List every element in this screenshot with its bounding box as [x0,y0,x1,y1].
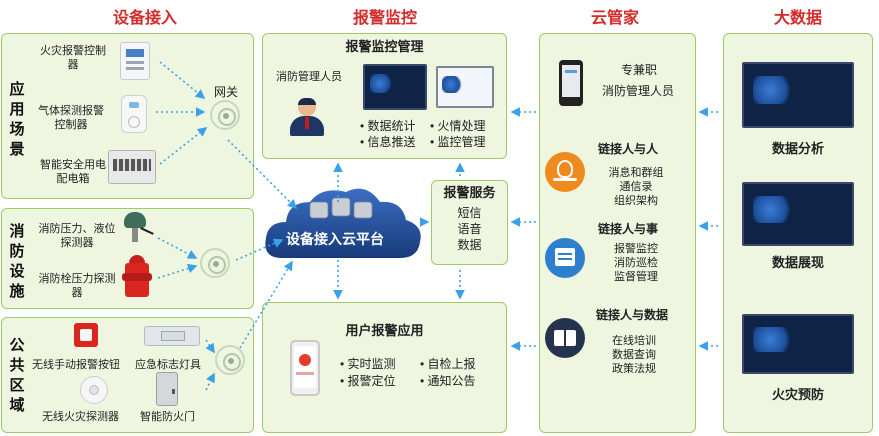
group-label-fire-facility-text: 消防设施 [9,223,25,300]
group-label-application-text: 应用场景 [9,81,25,158]
section-person-to-person-item-2: 通信录 [619,181,653,193]
monitor-dashboard-screen-1 [363,64,427,110]
user-app-title: 用户报警应用 [345,323,424,338]
big-data-analysis: 数据分析 [771,141,824,156]
alarm-service-voice: 语音 [457,222,482,236]
big-data-fire-prevention: 火灾预防 [771,387,824,402]
device-hydrant-pressure-detector: 消防栓压力探测器 [38,273,116,299]
column-title-big-data: 大数据 [773,10,822,27]
device-smart-electric-box: 智能安全用电配电箱 [40,159,106,185]
manual-alarm-button-icon [74,323,98,347]
big-data-display: 数据展现 [771,255,824,270]
section-person-to-data-title: 链接人与数据 [596,308,669,322]
device-gas-detector-controller: 气体探测报警控制器 [38,105,104,131]
device-pressure-level-detector: 消防压力、液位探测器 [38,223,116,249]
device-smart-fire-door: 智能防火门 [140,411,195,423]
fire-prevention-screen [742,314,854,374]
section-person-to-data-item-2: 数据查询 [612,349,656,361]
staff-phone-icon [559,60,583,106]
alarm-mgmt-title: 报警监控管理 [345,39,424,54]
panel-alarm-service [431,180,508,265]
group-label-public-area: 公共区域 [8,336,26,416]
cloud-platform-icon [265,188,421,258]
alarm-mgmt-item-data-stats: • 数据统计 [360,119,416,133]
fire-alarm-controller-icon [120,42,150,80]
column-title-alarm-monitor: 报警监控 [352,10,417,27]
user-app-item-realtime: • 实时监测 [340,357,396,371]
group-label-fire-facility: 消防设施 [8,222,26,302]
fire-facility-wifi-icon [200,248,230,278]
public-area-wifi-icon [215,345,245,375]
section-person-to-event-item-2: 消防巡检 [614,257,658,269]
section-person-to-data-item-3: 政策法规 [612,363,656,375]
column-title-device-access: 设备接入 [112,10,177,27]
gateway-label: 网关 [214,85,239,99]
device-wireless-fire-detector: 无线火灾探测器 [42,411,119,423]
section-person-to-event-title: 链接人与事 [598,222,659,236]
person-to-data-icon [545,318,585,358]
pressure-sensor-icon [118,212,154,246]
cloud-platform-label: 设备接入云平台 [286,231,384,247]
alarm-mgmt-item-monitor-mgmt: • 监控管理 [430,135,486,149]
section-person-to-event-item-3: 监督管理 [614,271,658,283]
smart-fire-door-icon [156,372,178,406]
alarm-service-data: 数据 [457,238,482,252]
gas-detector-icon [121,95,147,133]
column-title-cloud-manager: 云管家 [590,10,639,27]
user-app-phone-icon [290,340,320,396]
section-person-to-data-item-1: 在线培训 [612,335,656,347]
data-display-screen [742,182,854,246]
section-person-to-person-item-1: 消息和群组 [608,167,664,179]
group-label-application: 应用场景 [8,80,26,160]
alarm-service-sms: 短信 [457,206,482,220]
alarm-mgmt-item-fire-handling: • 火情处理 [430,119,486,133]
data-analysis-screen [742,62,854,128]
manager-avatar-icon [290,98,324,136]
monitor-dashboard-screen-2 [436,66,494,108]
staff-line-1: 专兼职 [620,63,657,77]
staff-line-2: 消防管理人员 [601,84,674,98]
user-app-item-location: • 报警定位 [340,374,396,388]
device-emergency-sign-lamp: 应急标志灯具 [135,359,201,371]
device-fire-alarm-controller: 火灾报警控制器 [40,45,106,71]
alarm-mgmt-item-info-push: • 信息推送 [360,135,416,149]
panel-public-area [1,317,254,433]
alarm-service-title: 报警服务 [443,185,496,200]
section-person-to-person-title: 链接人与人 [598,142,659,156]
person-to-person-icon [545,152,585,192]
user-app-item-selfcheck: • 自检上报 [420,357,476,371]
person-to-event-icon [545,238,585,278]
emergency-sign-lamp-icon [144,326,200,346]
wireless-smoke-detector-icon [80,376,108,404]
section-person-to-person-item-3: 组织架构 [614,195,658,207]
gateway-wifi-icon [210,100,240,130]
section-person-to-event-item-1: 报警监控 [614,243,658,255]
group-label-public-area-text: 公共区域 [9,337,25,414]
alarm-mgmt-role: 消防管理人员 [276,71,342,83]
device-wireless-manual-alarm: 无线手动报警按钮 [32,359,120,371]
user-app-item-notice: • 通知公告 [420,374,476,388]
electric-box-icon [108,150,156,184]
fire-hydrant-icon [122,255,152,301]
